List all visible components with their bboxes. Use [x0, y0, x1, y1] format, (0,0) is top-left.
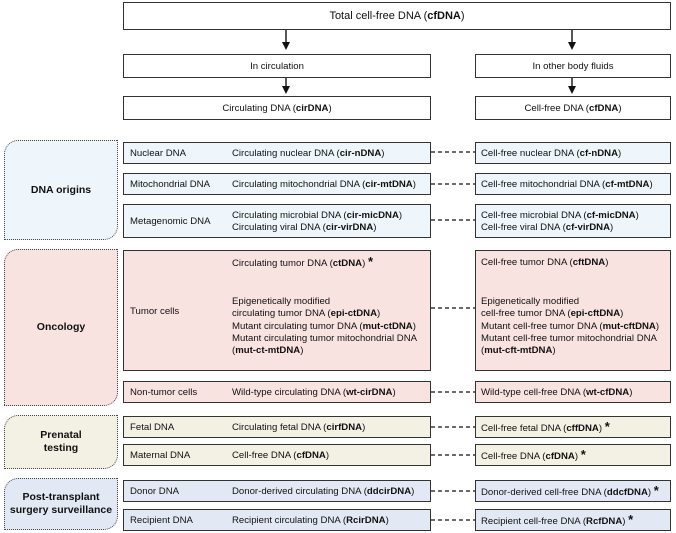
- mut-ct-mtdna-text: (mut-ct-mtDNA): [232, 345, 304, 356]
- row-donor-right: Donor-derived cell-free DNA (ddcfDNA) *: [475, 480, 671, 502]
- category-oncology-label: Oncology: [36, 321, 86, 333]
- row-label-donor: Donor DNA: [130, 486, 180, 497]
- row-maternal-left: Maternal DNA Cell-free DNA (cfDNA): [123, 444, 431, 466]
- cf-micdna-text: Cell-free microbial DNA (cf-micDNA): [481, 210, 639, 221]
- ctdna-text: Circulating tumor DNA (ctDNA) *: [232, 254, 374, 269]
- asterisk-ddcfdna: *: [653, 483, 659, 498]
- mut-cftdna-text: Mutant cell-free tumor DNA (mut-cftDNA): [481, 321, 660, 332]
- mut-mt-line1-left: Mutant circulating tumor mitochondrial D…: [232, 333, 418, 344]
- cf-virdna-text: Cell-free viral DNA (cf-virDNA): [481, 222, 614, 233]
- in-other-fluids-box: In other body fluids: [475, 54, 671, 78]
- mut-mt-line1-right: Mutant cell-free tumor mitochondrial DNA: [481, 333, 657, 344]
- cftdna-text: Cell-free tumor DNA (cftDNA): [481, 257, 609, 268]
- category-dna-origins: DNA origins: [4, 140, 118, 240]
- row-label-mito: Mitochondrial DNA: [130, 179, 210, 190]
- circulating-dna-box: Circulating DNA (cirDNA): [123, 96, 431, 120]
- row-nontumor-right: Wild-type cell-free DNA (wt-cfDNA): [475, 381, 671, 403]
- cffdna-text: Cell-free fetal DNA (cffDNA) *: [481, 419, 610, 434]
- total-cfdna-text: Total cell-free DNA (cfDNA): [329, 9, 465, 22]
- row-mito-left: Mitochondrial DNA Circulating mitochondr…: [123, 173, 431, 195]
- row-nuclear-left: Nuclear DNA Circulating nuclear DNA (cir…: [123, 142, 431, 164]
- in-other-fluids-label: In other body fluids: [532, 60, 614, 72]
- asterisk-rcfdna: *: [628, 512, 634, 527]
- category-transplant-label: Post-transplant surgery surveillance: [9, 491, 113, 516]
- wt-cfdna-text: Wild-type cell-free DNA (wt-cfDNA): [481, 387, 633, 398]
- row-donor-left: Donor DNA Donor-derived circulating DNA …: [123, 480, 431, 502]
- maternal-right-cfdna-text: Cell-free DNA (cfDNA) *: [481, 447, 586, 462]
- ddcfdna-text: Donor-derived cell-free DNA (ddcfDNA) *: [481, 483, 659, 498]
- cf-mtdna-text: Cell-free mitochondrial DNA (cf-mtDNA): [481, 179, 653, 190]
- row-recipient-right: Recipient cell-free DNA (RcfDNA) *: [475, 509, 671, 531]
- row-meta-left: Metagenomic DNA Circulating microbial DN…: [123, 204, 431, 238]
- rcfdna-text: Recipient cell-free DNA (RcfDNA) *: [481, 512, 634, 527]
- row-mito-right: Cell-free mitochondrial DNA (cf-mtDNA): [475, 173, 671, 195]
- row-label-maternal: Maternal DNA: [130, 450, 191, 461]
- mut-ctdna-text: Mutant circulating tumor DNA (mut-ctDNA): [232, 321, 416, 332]
- cirfdna-text: Circulating fetal DNA (cirfDNA): [232, 422, 366, 433]
- ddcirdna-text: Donor-derived circulating DNA (ddcirDNA): [232, 486, 415, 497]
- cir-micdna-text: Circulating microbial DNA (cir-micDNA): [232, 210, 403, 221]
- row-label-tumor: Tumor cells: [130, 306, 180, 317]
- maternal-cfdna-text: Cell-free DNA (cfDNA): [232, 450, 330, 461]
- in-circulation-box: In circulation: [123, 54, 431, 78]
- wt-cirdna-text: Wild-type circulating DNA (wt-cirDNA): [232, 387, 396, 398]
- mut-cft-mtdna-text: (mut-cft-mtDNA): [481, 345, 556, 356]
- row-label-meta: Metagenomic DNA: [130, 216, 211, 227]
- row-nontumor-left: Non-tumor cells Wild-type circulating DN…: [123, 381, 431, 403]
- category-prenatal-label: Prenatal testing: [40, 429, 82, 454]
- row-label-fetal: Fetal DNA: [130, 422, 175, 433]
- row-fetal-right: Cell-free fetal DNA (cffDNA) *: [475, 416, 671, 438]
- asterisk-ctdna: *: [367, 254, 374, 269]
- category-dna-origins-label: DNA origins: [30, 183, 92, 196]
- asterisk-cffdna: *: [604, 419, 610, 434]
- cf-ndna-text: Cell-free nuclear DNA (cf-nDNA): [481, 148, 622, 159]
- epi-ctdna-text: circulating tumor DNA (epi-ctDNA): [232, 308, 381, 319]
- row-tumor-right: Cell-free tumor DNA (cftDNA) Epigenetica…: [475, 250, 671, 371]
- cir-virdna-text: Circulating viral DNA (cir-virDNA): [232, 222, 377, 233]
- row-meta-right: Cell-free microbial DNA (cf-micDNA) Cell…: [475, 204, 671, 238]
- circulating-dna-text: Circulating DNA (cirDNA): [222, 102, 332, 114]
- category-post-transplant: Post-transplant surgery surveillance: [4, 478, 118, 530]
- row-recipient-left: Recipient DNA Recipient circulating DNA …: [123, 509, 431, 531]
- rcirdna-text: Recipient circulating DNA (RcirDNA): [232, 515, 389, 526]
- category-prenatal-testing: Prenatal testing: [4, 415, 118, 469]
- row-nuclear-right: Cell-free nuclear DNA (cf-nDNA): [475, 142, 671, 164]
- row-label-nuclear: Nuclear DNA: [130, 148, 186, 159]
- epi-line1-left: Epigenetically modified: [232, 296, 331, 307]
- cell-free-dna-text: Cell-free DNA (cfDNA): [524, 102, 622, 114]
- cir-mtdna-text: Circulating mitochondrial DNA (cir-mtDNA…: [232, 179, 416, 190]
- epi-cftdna-text: cell-free tumor DNA (epi-cftDNA): [481, 308, 624, 319]
- row-fetal-left: Fetal DNA Circulating fetal DNA (cirfDNA…: [123, 416, 431, 438]
- row-label-nontumor: Non-tumor cells: [130, 387, 198, 398]
- total-cfdna-box: Total cell-free DNA (cfDNA): [123, 2, 671, 30]
- row-label-recipient: Recipient DNA: [130, 515, 193, 526]
- asterisk-maternal: *: [580, 447, 586, 462]
- in-circulation-label: In circulation: [250, 60, 304, 72]
- epi-line1-right: Epigenetically modified: [481, 296, 580, 307]
- cell-free-dna-box: Cell-free DNA (cfDNA): [475, 96, 671, 120]
- row-tumor-left: Tumor cells Circulating tumor DNA (ctDNA…: [123, 250, 431, 371]
- category-oncology: Oncology: [4, 249, 118, 406]
- cir-ndna-text: Circulating nuclear DNA (cir-nDNA): [232, 148, 385, 159]
- row-maternal-right: Cell-free DNA (cfDNA) *: [475, 444, 671, 466]
